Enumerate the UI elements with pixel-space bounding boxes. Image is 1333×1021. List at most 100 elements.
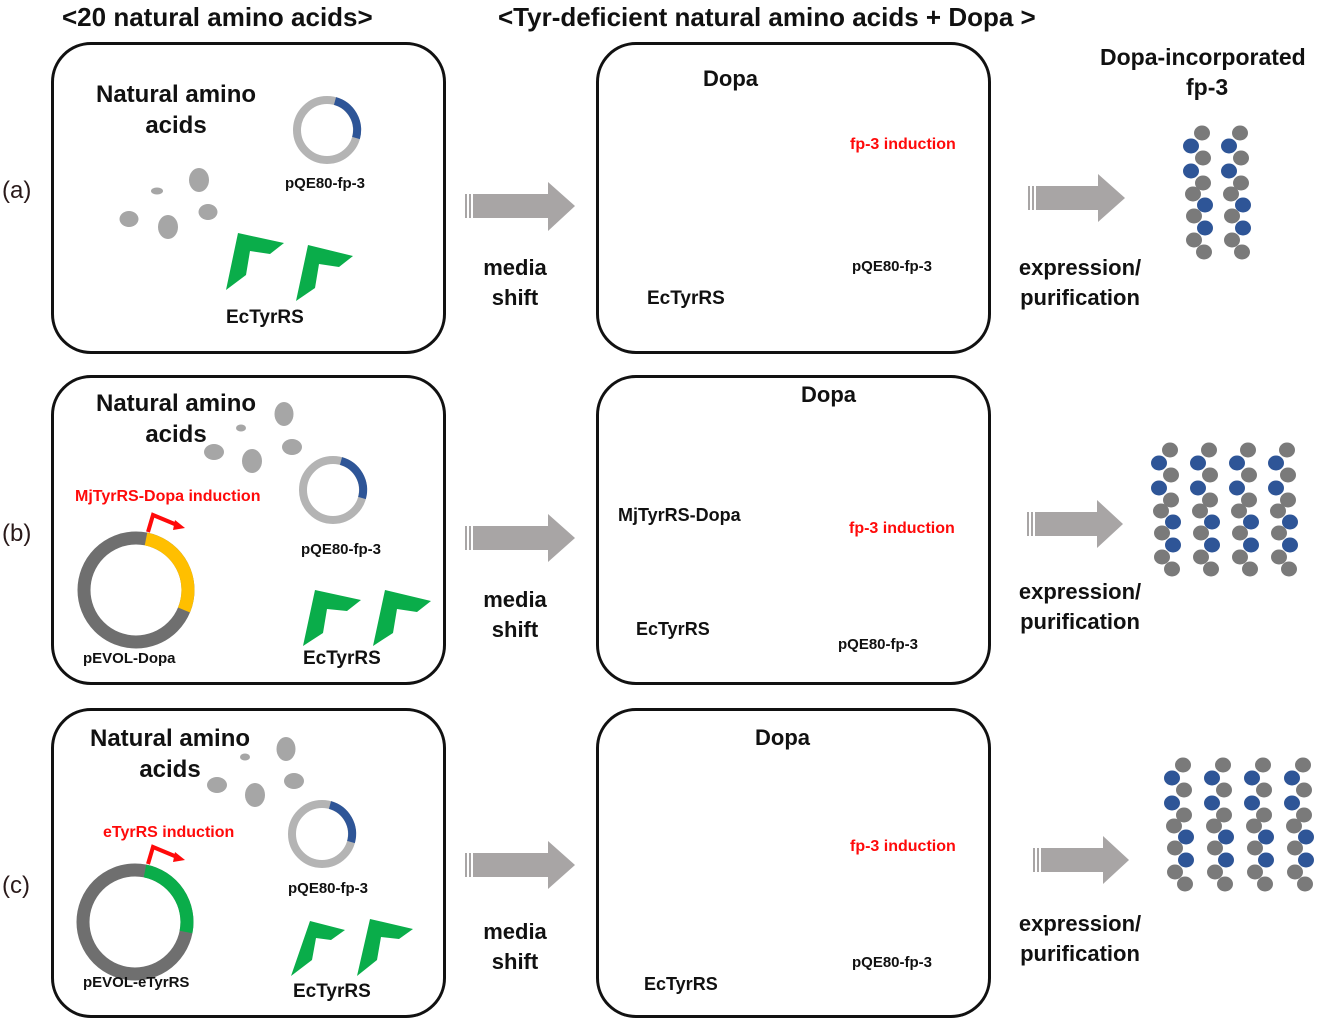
amino-acid-dot	[284, 773, 304, 789]
dopa-residue-bead	[1268, 455, 1284, 471]
plasmid-label: pQE80-fp-3	[838, 636, 919, 653]
transition-line1: media	[483, 587, 547, 612]
dopa-residue-bead	[1204, 795, 1220, 811]
amino-residue-bead	[1241, 467, 1257, 483]
amino-residue-bead	[1296, 807, 1312, 823]
dopa-residue-bead	[1235, 197, 1251, 213]
ectyrrs-enzyme-icon	[373, 590, 431, 646]
transition-line2: shift	[491, 617, 539, 642]
dopa-residue-bead	[1164, 795, 1180, 811]
title-line1: Natural amino	[95, 390, 257, 417]
amino-residue-bead	[1215, 757, 1231, 773]
expression-label-c: expression/ purification	[1005, 909, 1155, 969]
header-natural-amino-acids: <20 natural amino acids>	[62, 2, 373, 32]
amino-residue-bead	[1201, 442, 1217, 458]
amino-residue-bead	[1287, 840, 1303, 856]
amino-acid-dot	[151, 187, 163, 195]
dopa-residue-bead	[1190, 455, 1206, 471]
induction-label: eTyrRS induction	[103, 824, 235, 841]
dopa-residue-bead	[1221, 138, 1237, 154]
amino-residue-bead	[1233, 150, 1249, 166]
dopa-label: Dopa	[755, 725, 810, 750]
expression-arrow-icon	[1028, 174, 1125, 222]
media-shift-label-b: media shift	[475, 585, 555, 645]
ectyrrs-enzyme-icon	[226, 233, 284, 290]
amino-residue-bead	[1164, 561, 1180, 577]
header-dopa-incorporated: Dopa-incorporated	[1100, 44, 1306, 70]
dopa-residue-bead	[1229, 455, 1245, 471]
amino-residue-bead	[1224, 232, 1240, 248]
panel-a-natural	[51, 42, 446, 354]
plasmid-label: pQE80-fp-3	[301, 541, 382, 558]
media-shift-label-a: media shift	[475, 253, 555, 313]
amino-residue-bead	[1247, 840, 1263, 856]
transition-line2: shift	[491, 949, 539, 974]
dopa-residue-bead	[1178, 852, 1194, 868]
dopa-residue-bead	[1282, 514, 1298, 530]
amino-residue-bead	[1153, 503, 1169, 519]
output-line2: purification	[1020, 285, 1140, 310]
amino-residue-bead	[1232, 525, 1248, 541]
title-line2: acids	[145, 421, 207, 448]
plasmid-pqe80-icon	[293, 96, 362, 164]
amino-residue-bead	[1176, 782, 1192, 798]
amino-acid-cluster	[204, 402, 302, 473]
dopa-residue-bead	[1204, 770, 1220, 786]
amino-residue-bead	[1257, 876, 1273, 892]
dopa-residue-bead	[1204, 514, 1220, 530]
dopa-residue-bead	[1258, 829, 1274, 845]
dopa-residue-bead	[1244, 795, 1260, 811]
fp3-protein-chains	[1151, 442, 1298, 577]
plasmid-pqe80-icon	[299, 456, 368, 524]
amino-residue-bead	[1256, 782, 1272, 798]
amino-residue-bead	[1175, 757, 1191, 773]
title-line1: Natural amino	[89, 725, 251, 752]
output-line1: expression/	[1018, 255, 1142, 280]
amino-residue-bead	[1207, 864, 1223, 880]
amino-acid-dot	[204, 444, 224, 460]
amino-residue-bead	[1163, 492, 1179, 508]
amino-residue-bead	[1234, 244, 1250, 260]
output-line1: expression/	[1018, 579, 1142, 604]
title-line2: acids	[139, 756, 201, 783]
amino-residue-bead	[1207, 840, 1223, 856]
enzyme-label: EcTyrRS	[303, 648, 381, 669]
dopa-residue-bead	[1229, 480, 1245, 496]
amino-residue-bead	[1232, 125, 1248, 141]
fp3-protein-chains	[1183, 125, 1251, 260]
plasmid-label: pQE80-fp-3	[852, 954, 933, 971]
amino-acid-cluster	[207, 737, 304, 807]
pevol-label: pEVOL-eTyrRS	[83, 974, 190, 991]
amino-residue-bead	[1286, 818, 1302, 834]
amino-residue-bead	[1177, 876, 1193, 892]
dopa-label: Dopa	[801, 382, 856, 407]
amino-residue-bead	[1192, 503, 1208, 519]
dopa-residue-bead	[1298, 829, 1314, 845]
amino-residue-bead	[1202, 492, 1218, 508]
amino-acid-dot	[158, 215, 178, 239]
media-shift-arrow-icon	[465, 182, 575, 231]
amino-residue-bead	[1280, 492, 1296, 508]
amino-residue-bead	[1154, 525, 1170, 541]
dopa-residue-bead	[1183, 163, 1199, 179]
ectyrrs-enzyme-icon	[291, 921, 345, 976]
output-line1: expression/	[1018, 911, 1142, 936]
plasmid-pqe80-icon	[288, 800, 357, 868]
induction-promoter-arrow-icon	[146, 844, 185, 865]
amino-residue-bead	[1287, 864, 1303, 880]
dopa-residue-bead	[1197, 197, 1213, 213]
amino-residue-bead	[1217, 876, 1233, 892]
amino-residue-bead	[1166, 818, 1182, 834]
dopa-residue-bead	[1284, 795, 1300, 811]
amino-residue-bead	[1271, 525, 1287, 541]
panel-c-dopa	[596, 708, 991, 1018]
dopa-residue-bead	[1243, 537, 1259, 553]
amino-residue-bead	[1256, 807, 1272, 823]
amino-residue-bead	[1271, 549, 1287, 565]
amino-residue-bead	[1242, 561, 1258, 577]
amino-acid-dot	[189, 168, 209, 192]
amino-acid-dot	[242, 449, 262, 473]
plasmid-label: pQE80-fp-3	[288, 880, 369, 897]
amino-residue-bead	[1241, 492, 1257, 508]
ectyrrs-enzyme-icon	[303, 590, 361, 646]
